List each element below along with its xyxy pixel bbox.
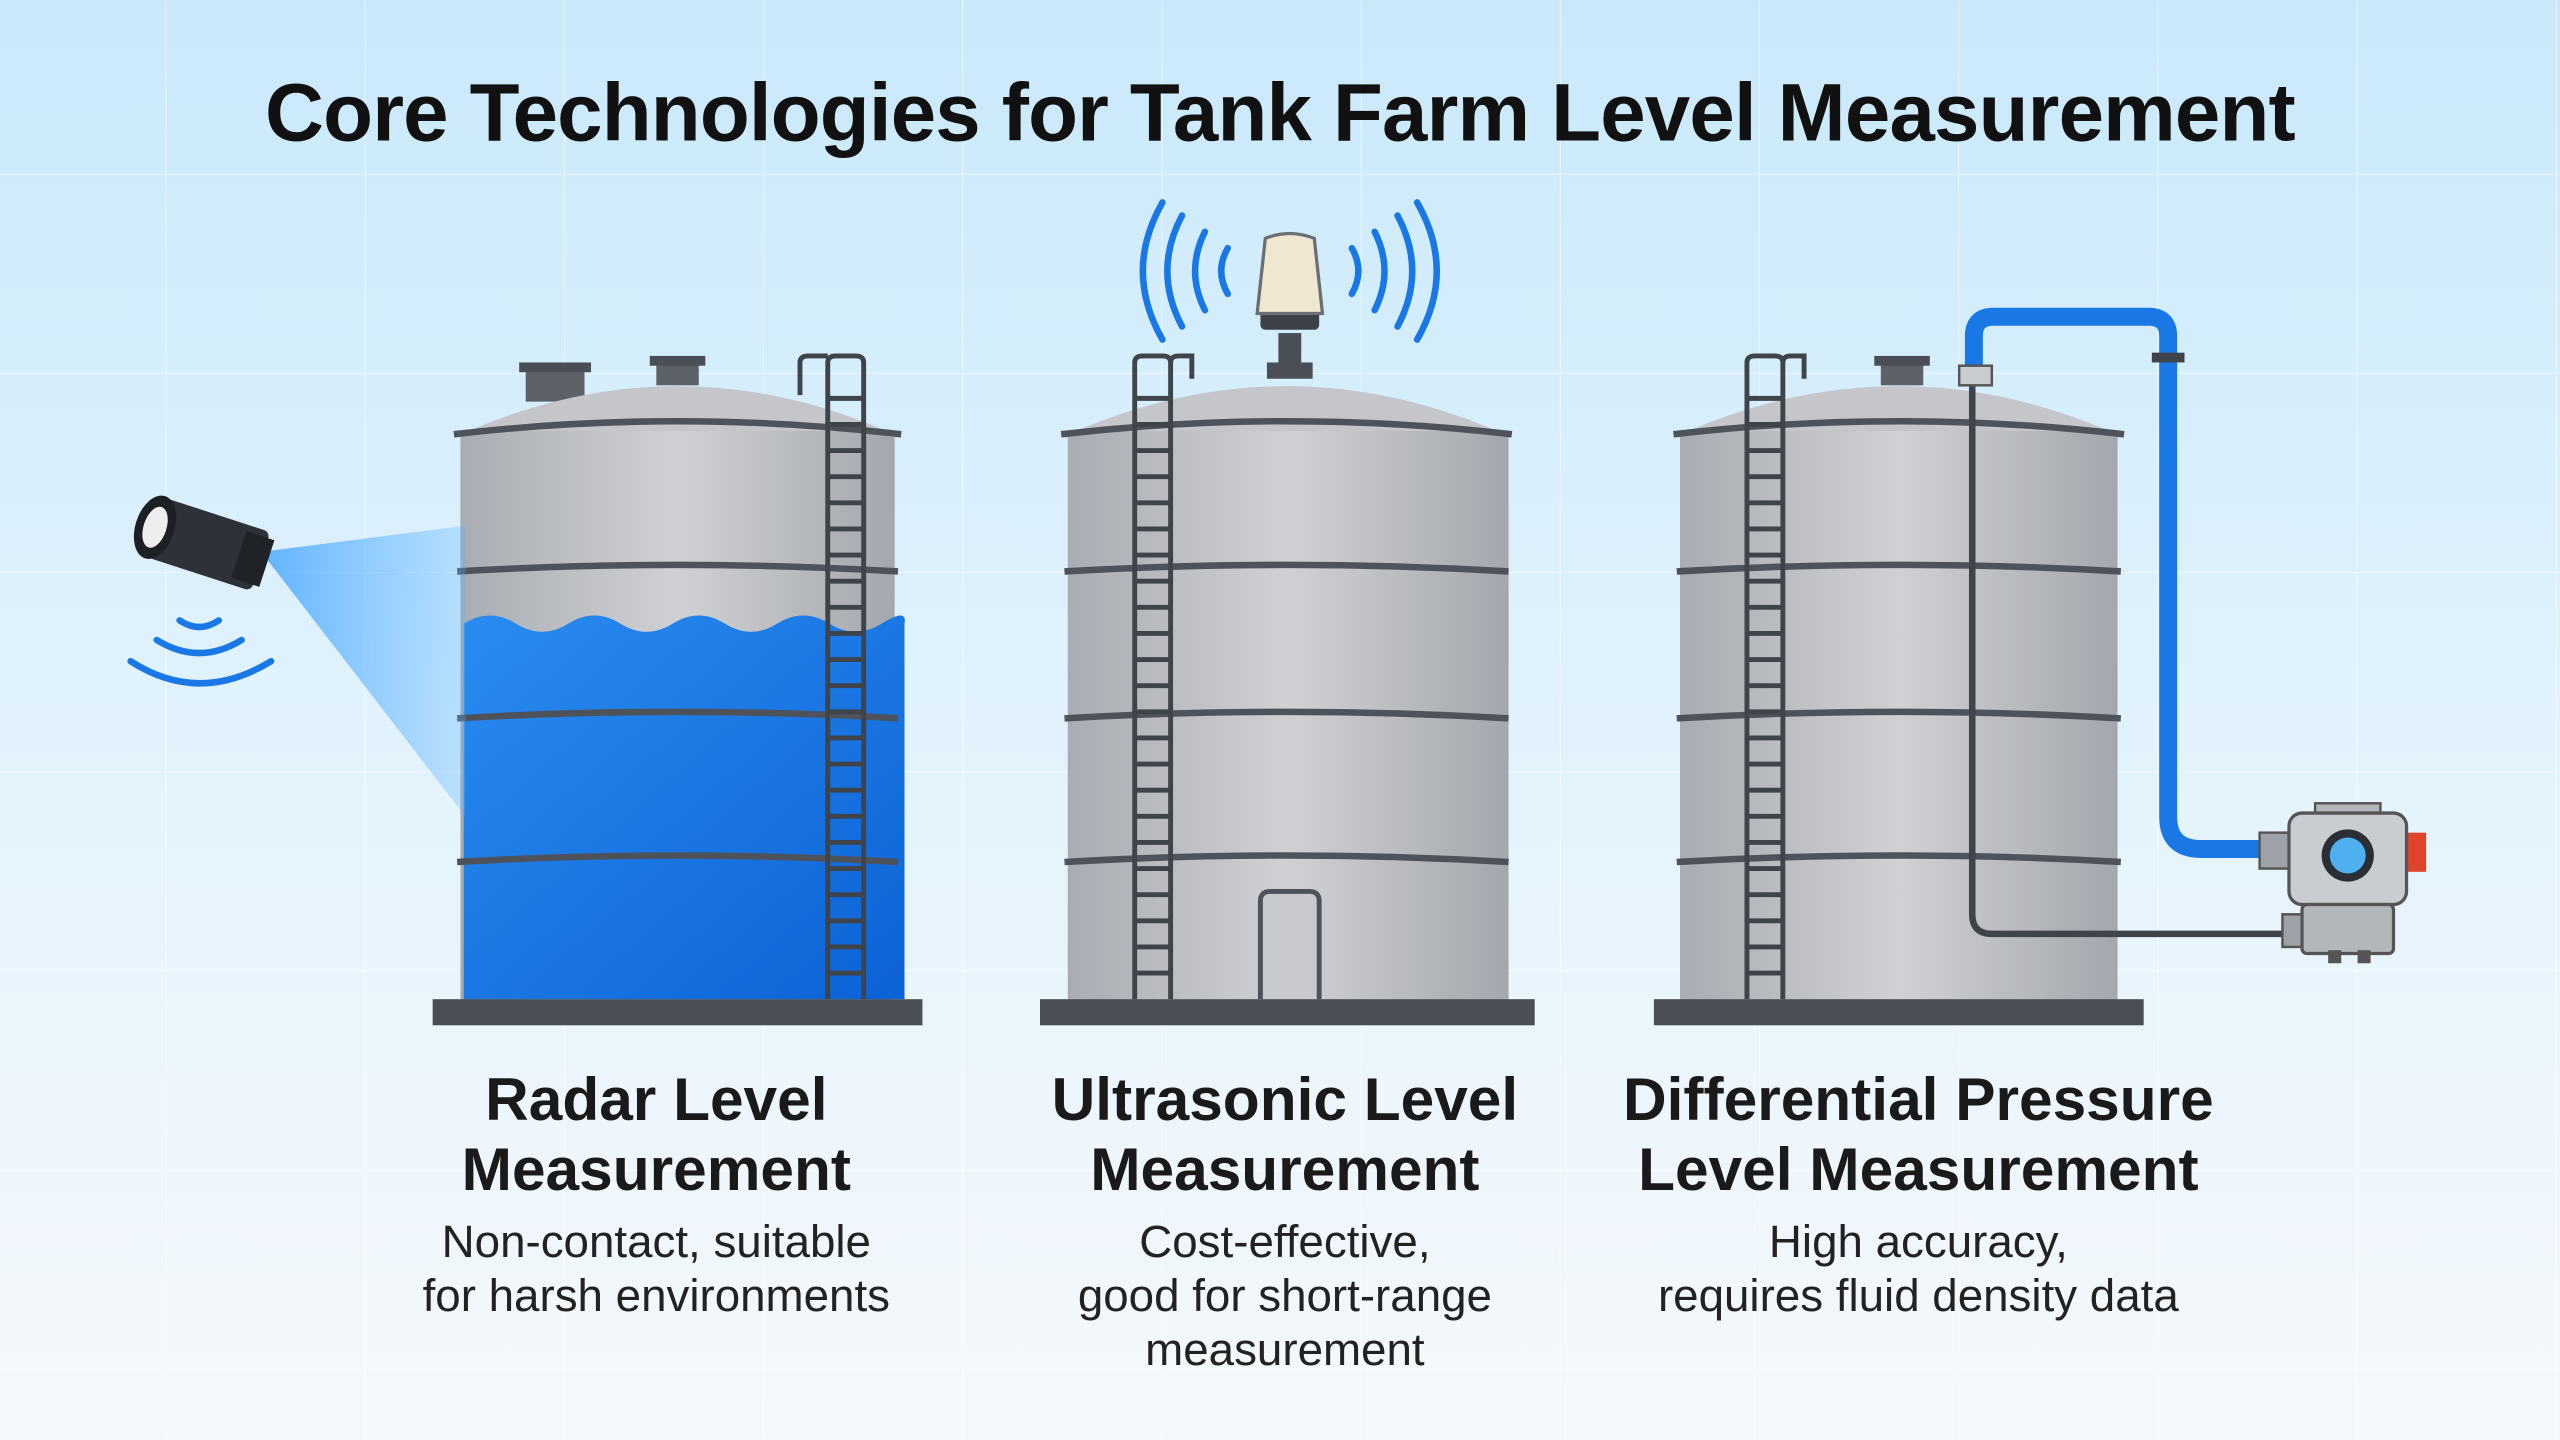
tank-base bbox=[1653, 999, 2144, 1026]
sound-wave-icon bbox=[1139, 199, 1440, 343]
ultrasonic-heading-line1: Ultrasonic Level bbox=[1052, 1065, 1519, 1133]
liquid-level bbox=[463, 615, 905, 1000]
ultrasonic-tank bbox=[1040, 353, 1535, 1026]
dp-label: Differential Pressure Level Measurement … bbox=[1623, 1065, 2214, 1321]
radar-desc-line1: Non-contact, suitable bbox=[442, 1216, 871, 1267]
radar-beam bbox=[261, 525, 466, 817]
page-title: Core Technologies for Tank Farm Level Me… bbox=[265, 67, 2296, 158]
tank-base bbox=[432, 999, 923, 1026]
dp-heading-line2: Level Measurement bbox=[1638, 1135, 2199, 1203]
ultrasonic-sensor bbox=[1139, 199, 1440, 379]
ladder bbox=[1744, 353, 1807, 1000]
radar-label: Radar Level Measurement Non-contact, sui… bbox=[423, 1065, 890, 1321]
dp-transmitter bbox=[2258, 802, 2427, 964]
radar-tank bbox=[432, 353, 923, 1026]
ladder bbox=[1132, 353, 1195, 1000]
radar-desc-line2: for harsh environments bbox=[423, 1270, 890, 1321]
ultrasonic-desc-line1: Cost-effective, bbox=[1139, 1216, 1430, 1267]
radar-wave-icon bbox=[127, 617, 275, 687]
ultrasonic-label: Ultrasonic Level Measurement Cost-effect… bbox=[1052, 1065, 1519, 1375]
radar-heading-line2: Measurement bbox=[462, 1135, 851, 1203]
ladder bbox=[797, 353, 867, 1000]
differential-pressure-tank bbox=[1653, 307, 2289, 1026]
tank-door bbox=[1257, 888, 1322, 1000]
dp-desc-line2: requires fluid density data bbox=[1658, 1270, 2179, 1321]
dp-heading-line1: Differential Pressure bbox=[1623, 1065, 2214, 1133]
low-pressure-line bbox=[1968, 385, 2289, 938]
high-pressure-pipe bbox=[1964, 307, 2270, 858]
dp-desc-line1: High accuracy, bbox=[1769, 1216, 2068, 1267]
radar-heading-line1: Radar Level bbox=[485, 1065, 827, 1133]
tank-base bbox=[1040, 999, 1535, 1026]
ultrasonic-desc-line3: measurement bbox=[1145, 1324, 1425, 1375]
radar-sensor bbox=[127, 495, 466, 817]
ultrasonic-heading-line2: Measurement bbox=[1090, 1135, 1479, 1203]
ultrasonic-desc-line2: good for short-range bbox=[1078, 1270, 1492, 1321]
